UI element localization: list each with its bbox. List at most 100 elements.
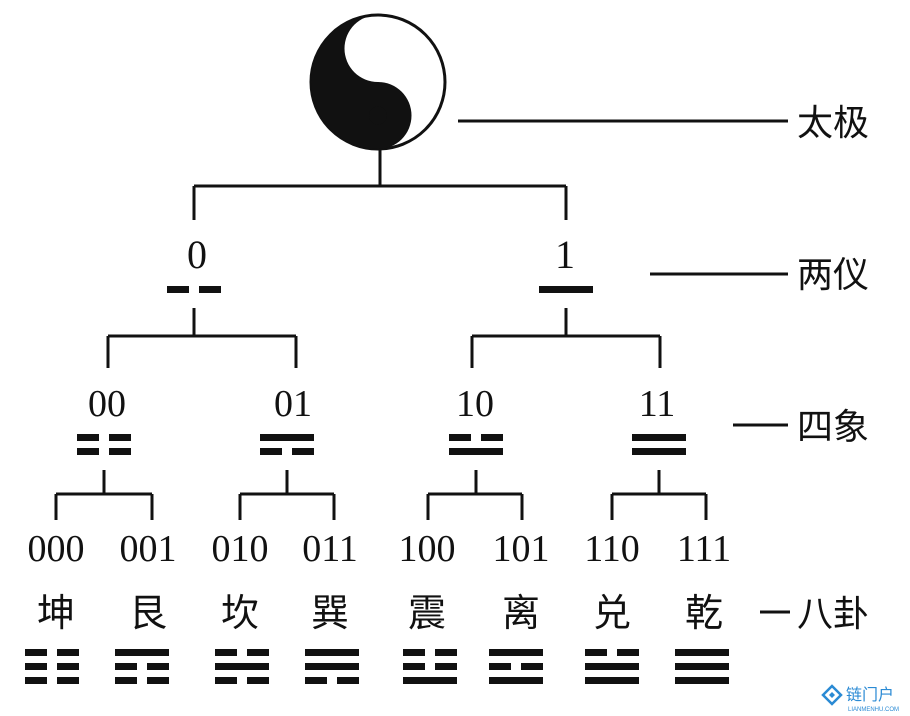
yao-line bbox=[632, 434, 686, 441]
yao-line bbox=[215, 649, 237, 656]
lianmenhu-logo-icon bbox=[821, 684, 843, 706]
sixiang-code: 11 bbox=[639, 383, 676, 425]
yao-line bbox=[77, 434, 99, 441]
bagua-name: 坤 bbox=[37, 593, 75, 635]
yao-line bbox=[305, 663, 359, 670]
yao-line bbox=[147, 677, 169, 684]
sixiang-symbol bbox=[260, 434, 314, 455]
bagua-symbol bbox=[115, 649, 169, 684]
bagua-name: 艮 bbox=[129, 593, 167, 635]
watermark-text: 链门户 bbox=[846, 686, 894, 704]
yao-line bbox=[585, 677, 639, 684]
yao-line bbox=[25, 677, 47, 684]
yao-line bbox=[77, 448, 99, 455]
yao-line bbox=[539, 286, 593, 293]
bagua-name: 坎 bbox=[221, 593, 259, 635]
liangyi-symbol bbox=[167, 286, 221, 293]
bagua-code: 110 bbox=[584, 528, 640, 570]
yao-line bbox=[215, 677, 237, 684]
level-label-taiji: 太极 bbox=[797, 103, 869, 143]
yao-line bbox=[305, 649, 359, 656]
yao-line bbox=[260, 448, 282, 455]
liangyi-code: 1 bbox=[555, 232, 575, 277]
yao-line bbox=[449, 448, 503, 455]
yao-line bbox=[109, 434, 131, 441]
bagua-code: 000 bbox=[28, 528, 85, 570]
bagua-symbol bbox=[305, 649, 359, 684]
yao-line bbox=[435, 663, 457, 670]
yao-line bbox=[292, 448, 314, 455]
yao-line bbox=[481, 434, 503, 441]
yao-line bbox=[632, 448, 686, 455]
level-label-liangyi: 两仪 bbox=[797, 255, 869, 295]
yao-line bbox=[115, 663, 137, 670]
yao-line bbox=[247, 677, 269, 684]
yao-line bbox=[585, 663, 639, 670]
yao-line bbox=[199, 286, 221, 293]
yao-line bbox=[585, 649, 607, 656]
bagua-symbol bbox=[215, 649, 269, 684]
yao-line bbox=[403, 649, 425, 656]
yao-line bbox=[675, 649, 729, 656]
bagua-name: 兑 bbox=[593, 593, 631, 635]
bagua-name: 震 bbox=[408, 593, 446, 635]
level-label-bagua: 八卦 bbox=[797, 594, 869, 634]
yao-line bbox=[57, 677, 79, 684]
watermark: 链门户 LIANMENHU.COM bbox=[821, 684, 899, 713]
yao-line bbox=[57, 663, 79, 670]
bagua-symbol bbox=[25, 649, 79, 684]
bagua-code: 111 bbox=[677, 528, 731, 570]
bagua-code: 100 bbox=[399, 528, 456, 570]
yin-yang-icon bbox=[309, 13, 447, 151]
bagua-name: 离 bbox=[502, 593, 540, 635]
yao-line bbox=[25, 663, 47, 670]
yao-line-symbols bbox=[25, 286, 729, 684]
yao-line bbox=[147, 663, 169, 670]
sixiang-code: 10 bbox=[456, 383, 494, 425]
yao-line bbox=[247, 649, 269, 656]
yao-line bbox=[305, 677, 327, 684]
yao-line bbox=[449, 434, 471, 441]
yao-line bbox=[167, 286, 189, 293]
yao-line bbox=[489, 677, 543, 684]
yao-line bbox=[403, 663, 425, 670]
sixiang-symbol bbox=[77, 434, 131, 455]
level-label-sixiang: 四象 bbox=[797, 407, 869, 447]
bagua-code: 001 bbox=[120, 528, 177, 570]
bagua-symbol bbox=[675, 649, 729, 684]
yao-line bbox=[57, 649, 79, 656]
sixiang-code: 01 bbox=[274, 383, 312, 425]
liangyi-code: 0 bbox=[187, 232, 207, 277]
yao-line bbox=[435, 649, 457, 656]
yao-line bbox=[115, 677, 137, 684]
yao-line bbox=[403, 677, 457, 684]
yao-line bbox=[521, 663, 543, 670]
yao-line bbox=[215, 663, 269, 670]
sixiang-code: 00 bbox=[88, 383, 126, 425]
yao-line bbox=[260, 434, 314, 441]
yao-line bbox=[25, 649, 47, 656]
bagua-code: 011 bbox=[302, 528, 358, 570]
bagua-name: 乾 bbox=[685, 593, 723, 635]
yao-line bbox=[617, 649, 639, 656]
sixiang-symbol bbox=[449, 434, 503, 455]
yao-line bbox=[675, 677, 729, 684]
bagua-name: 巽 bbox=[311, 593, 349, 635]
yao-line bbox=[337, 677, 359, 684]
bagua-code: 010 bbox=[212, 528, 269, 570]
level-pointer-lines bbox=[458, 119, 790, 614]
tree-connectors bbox=[54, 150, 708, 520]
bagua-symbol bbox=[585, 649, 639, 684]
bagua-symbol bbox=[489, 649, 543, 684]
yao-line bbox=[489, 663, 511, 670]
bagua-code: 101 bbox=[493, 528, 550, 570]
bagua-symbol bbox=[403, 649, 457, 684]
yao-line bbox=[109, 448, 131, 455]
sixiang-symbol bbox=[632, 434, 686, 455]
yao-line bbox=[115, 649, 169, 656]
yao-line bbox=[489, 649, 543, 656]
yao-line bbox=[675, 663, 729, 670]
watermark-subtext: LIANMENHU.COM bbox=[848, 707, 899, 713]
liangyi-symbol bbox=[539, 286, 593, 293]
